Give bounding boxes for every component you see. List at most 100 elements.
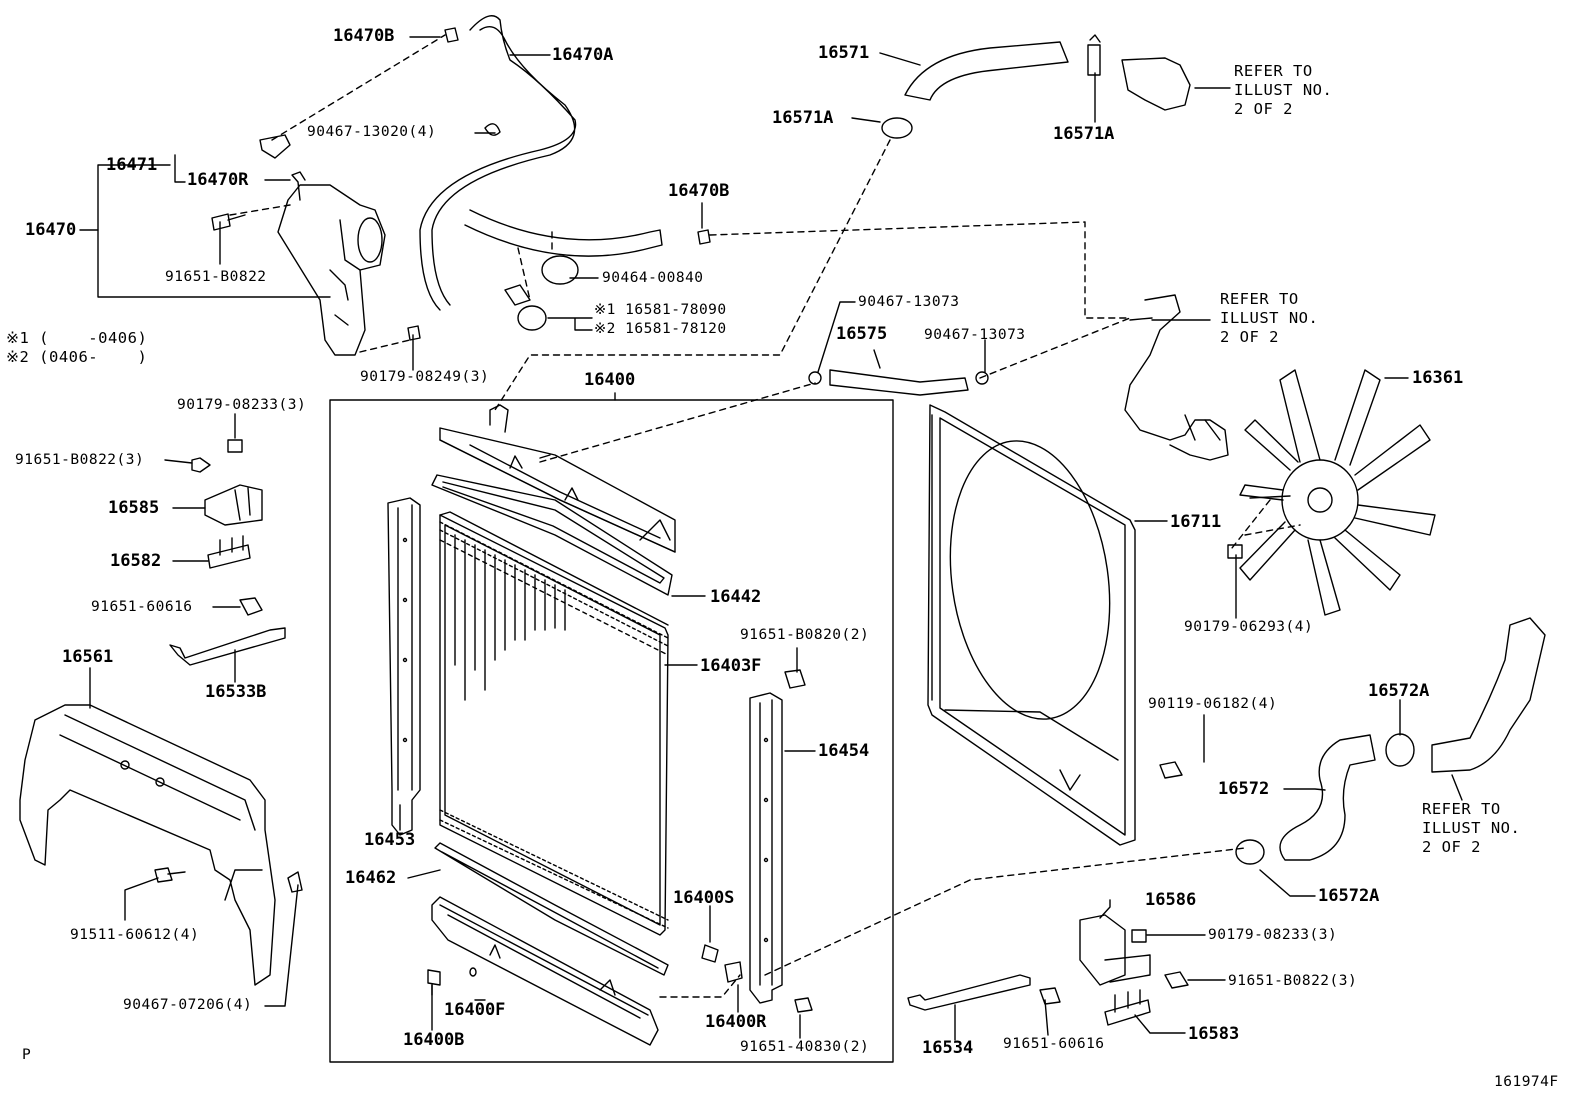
label-16582: 16582 (110, 551, 162, 571)
clamp-16581 (518, 306, 546, 330)
bolt-91651-60616-a (240, 598, 262, 615)
label-90119-06182: 90119-06182(4) (1148, 696, 1278, 712)
label-16470B-top: 16470B (333, 26, 395, 46)
label-16575: 16575 (836, 324, 888, 344)
nut-90179-08233-a (228, 440, 242, 452)
radiator-lower-tank (432, 897, 658, 1045)
label-16361: 16361 (1412, 368, 1464, 388)
label-16470: 16470 (25, 220, 77, 240)
label-91651-40830: 91651-40830(2) (740, 1039, 870, 1055)
overflow-hose-16470A (420, 16, 576, 310)
hose-clamp-16572A-bottom (1236, 840, 1264, 864)
bracket-16583 (1105, 990, 1150, 1025)
drain-plug-16400B (428, 970, 440, 995)
upper-hose-16571 (905, 42, 1068, 100)
clip-16470B-top (445, 28, 458, 42)
label-16470R: 16470R (187, 170, 249, 190)
water-inlet-housing (1125, 295, 1228, 460)
lower-gasket-16462 (435, 843, 668, 975)
dashed-connection-lines (230, 35, 1300, 997)
bolt-91651-B0822-right (1165, 972, 1188, 988)
note-variant-2: ※2 (0406- ) (6, 348, 148, 366)
water-inlet-pipe (1432, 618, 1545, 772)
bolt-91651-B0822-left (192, 458, 210, 472)
hose-connector-16470R (260, 135, 290, 158)
label-91651-60616-a: 91651-60616 (91, 599, 193, 615)
label-16585: 16585 (108, 498, 160, 518)
label-16571: 16571 (818, 43, 870, 63)
label-16583: 16583 (1188, 1024, 1240, 1044)
label-16534: 16534 (922, 1038, 974, 1058)
hose-clamp-16571A-left (882, 118, 912, 138)
label-90464-00840: 90464-00840 (602, 270, 704, 286)
clamp-90467-13073-b (976, 372, 988, 384)
label-90179-08233-b: 90179-08233(3) (1208, 927, 1338, 943)
label-16454: 16454 (818, 741, 870, 761)
nut-90179-08249 (408, 326, 420, 340)
plug-16400S (702, 945, 718, 962)
label-16572: 16572 (1218, 779, 1270, 799)
bolt-91651-B0822 (212, 214, 245, 230)
label-90467-07206: 90467-07206(4) (123, 997, 253, 1013)
label-16561: 16561 (62, 647, 114, 667)
fan-shroud-lower-16561 (20, 705, 275, 985)
label-91651-60616-b: 91651-60616 (1003, 1036, 1105, 1052)
clip-90467-07206 (288, 872, 302, 892)
label-90179-08233-a: 90179-08233(3) (177, 397, 307, 413)
fan-shroud-16711 (928, 405, 1135, 845)
label-16571A-right: 16571A (1053, 124, 1115, 144)
bracket-16582 (208, 536, 250, 568)
refer-note-3: REFER TO ILLUST NO. 2 OF 2 (1422, 800, 1521, 856)
label-16470A: 16470A (552, 45, 614, 65)
clip-16470B-mid (698, 230, 710, 244)
label-16462: 16462 (345, 868, 397, 888)
label-91651-B0822-c: 91651-B0822(3) (1228, 973, 1358, 989)
label-16442: 16442 (710, 587, 762, 607)
label-91511-60612: 91511-60612(4) (70, 927, 200, 943)
label-16400: 16400 (584, 370, 636, 390)
bolt-91511-60612 (155, 868, 185, 882)
radiator-core (440, 512, 668, 935)
bracket-16585 (205, 485, 262, 525)
hose-clamp-16571A-right (1088, 35, 1100, 75)
label-16586: 16586 (1145, 890, 1197, 910)
label-16581-78090: ※1 16581-78090 (594, 302, 727, 318)
label-16400B: 16400B (403, 1030, 465, 1050)
drain-oring-16400F (470, 968, 476, 976)
label-16470B-mid: 16470B (668, 181, 730, 201)
label-16400R: 16400R (705, 1012, 767, 1032)
left-side-bracket-16453 (388, 498, 420, 835)
label-90467-13073-b: 90467-13073 (924, 327, 1026, 343)
water-outlet (1122, 58, 1190, 110)
label-91651-B0820: 91651-B0820(2) (740, 627, 870, 643)
refer-note-2: REFER TO ILLUST NO. 2 OF 2 (1220, 290, 1319, 346)
label-90467-13020: 90467-13020(4) (307, 124, 437, 140)
label-16453: 16453 (364, 830, 416, 850)
label-16572A-bottom: 16572A (1318, 886, 1380, 906)
reservoir-tank-16470 (278, 172, 385, 355)
label-91651-B0822-b: 91651-B0822(3) (15, 452, 145, 468)
label-90467-13073-a: 90467-13073 (858, 294, 960, 310)
label-16400F: 16400F (444, 1000, 506, 1020)
bypass-hose-16575 (830, 370, 968, 395)
note-variant-1: ※1 ( -0406) (6, 329, 148, 347)
clip-90467-13020 (485, 124, 500, 135)
upper-gasket (432, 475, 672, 595)
label-91651-B0822: 91651-B0822 (165, 269, 267, 285)
bolt-90119-06182 (1160, 762, 1182, 778)
cooling-fan-16361 (1240, 370, 1435, 615)
bolt-91651-60616-b (1040, 988, 1060, 1004)
hose-clamp-16572A-top (1386, 734, 1414, 766)
figure-id: 161974F (1494, 1074, 1559, 1090)
label-90179-06293: 90179-06293(4) (1184, 619, 1314, 635)
clamp-90467-13073-a (809, 372, 821, 384)
lower-hose-16572 (1280, 735, 1375, 860)
page-letter: P (22, 1047, 32, 1063)
label-16711: 16711 (1170, 512, 1222, 532)
clamp-90464-00840 (542, 256, 578, 284)
bolt-91651-B0820 (785, 670, 805, 688)
radiator-upper-tank (440, 405, 675, 552)
label-90179-08249: 90179-08249(3) (360, 369, 490, 385)
leader-lines (80, 37, 1462, 1040)
